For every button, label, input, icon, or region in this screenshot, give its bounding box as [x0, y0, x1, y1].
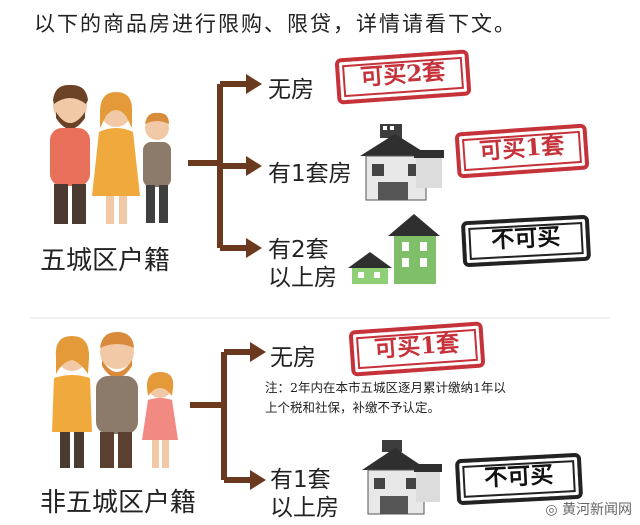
family-icon-1	[50, 84, 171, 224]
condition-no-house: 无房	[268, 77, 314, 103]
section-label-local: 五城区户籍	[40, 246, 171, 276]
stamp-can-buy-1: 可买1套	[454, 123, 590, 179]
footnote-line1: 注：2年内在本市五城区逐月累计缴纳1年以	[265, 380, 506, 395]
condition-two-plus-line2: 以上房	[268, 265, 337, 291]
stamp-can-buy-2: 可买2套	[334, 49, 472, 105]
house-icon-2	[348, 214, 440, 284]
chat-bubble-icon: ◎	[545, 502, 562, 518]
stamp-cannot-buy-nonlocal: 不可买	[454, 452, 584, 506]
branch-arrows-2	[190, 349, 252, 483]
condition-one-house: 有1套房	[268, 161, 352, 187]
stamp-cannot-buy: 不可买	[460, 214, 592, 268]
condition-no-house-2: 无房	[270, 345, 316, 371]
section-label-nonlocal: 非五城区户籍	[40, 488, 197, 518]
family-icon-2	[52, 332, 178, 468]
stamp-can-buy-1-nonlocal: 可买1套	[348, 321, 486, 377]
condition-one-plus-line2: 以上房	[270, 495, 339, 521]
page-title: 以下的商品房进行限购、限贷，详情请看下文。	[34, 12, 517, 36]
watermark: ◎ 黄河新闻网	[545, 499, 632, 519]
branch-arrows-1	[188, 81, 248, 251]
footnote: 注：2年内在本市五城区逐月累计缴纳1年以 上个税和社保，补缴不予认定。	[265, 378, 610, 418]
condition-one-plus-line1: 有1套	[270, 467, 331, 493]
footnote-line2: 上个税和社保，补缴不予认定。	[265, 400, 441, 415]
house-icon-1	[360, 124, 444, 201]
watermark-text: 黄河新闻网	[562, 502, 632, 518]
house-icon-3	[362, 440, 442, 515]
condition-two-plus-line1: 有2套	[268, 237, 329, 263]
